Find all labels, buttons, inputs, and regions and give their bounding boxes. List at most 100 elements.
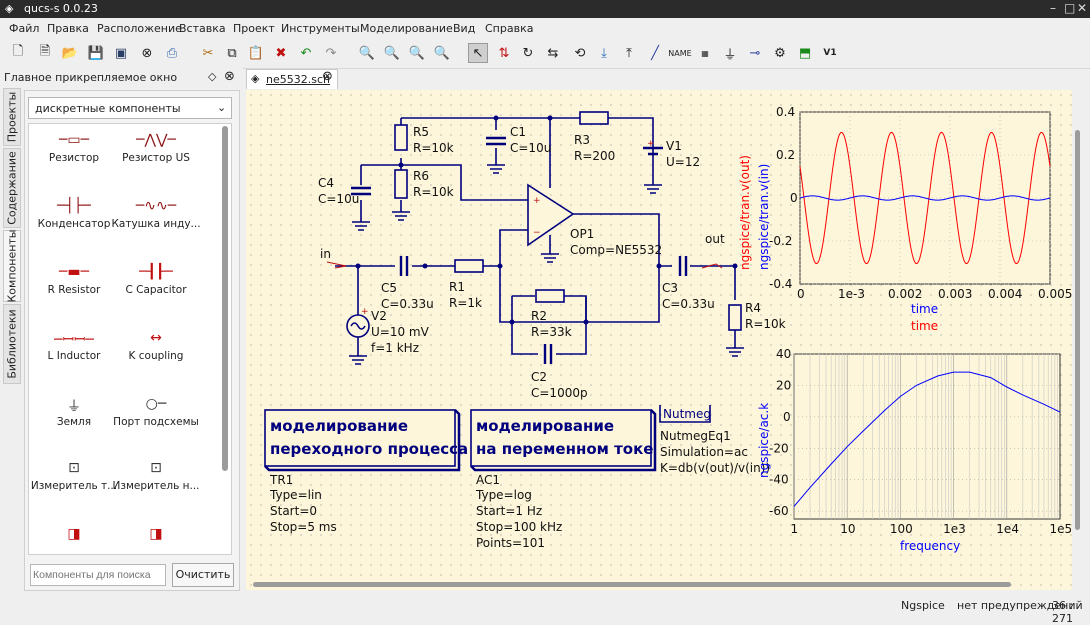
delete-icon[interactable]: ✖ — [275, 45, 287, 61]
status-message: нет предупреждений — [957, 599, 1083, 612]
x-tick-label: 1e-3 — [838, 287, 865, 301]
maximize-button[interactable]: □ — [1064, 1, 1076, 15]
menu-position[interactable]: Расположение — [97, 22, 182, 35]
zoom-out-icon[interactable]: 🔍 — [433, 45, 451, 61]
tab-components[interactable]: Компоненты — [3, 229, 21, 303]
wire-icon[interactable]: ╱ — [651, 45, 659, 61]
canvas-vertical-scrollbar[interactable] — [1075, 130, 1080, 530]
y-tick-label: -0.4 — [769, 277, 792, 291]
component-r-resistor[interactable]: ─▬─R Resistor — [29, 264, 119, 296]
new-file-icon[interactable]: 🗋 — [12, 44, 24, 59]
float-dock-icon[interactable]: ◇ — [208, 70, 217, 83]
menu-help[interactable]: Справка — [485, 22, 534, 35]
component-l-inductor[interactable]: ─ꟷꟷ─L Inductor — [29, 330, 119, 362]
menu-tools[interactable]: Инструменты — [281, 22, 360, 35]
svg-text:C=0.33u: C=0.33u — [381, 297, 434, 311]
enter-subcircuit-icon[interactable]: ⟲ — [574, 45, 586, 61]
component-ground[interactable]: ⏚Земля — [29, 396, 119, 428]
component-voltage-meter[interactable]: ⊡Измеритель н... — [111, 460, 201, 492]
svg-text:R5: R5 — [413, 125, 429, 139]
component-label: Резистор — [48, 152, 100, 164]
y-tick-label: 0.2 — [776, 148, 795, 162]
svg-text:R4: R4 — [745, 301, 761, 315]
redo-icon[interactable]: ↷ — [325, 45, 337, 61]
menu-project[interactable]: Проект — [233, 22, 275, 35]
schematic-drawing: +− ++ R5R=10k R6R=10k C1C=10u R3R=200 V1… — [264, 105, 1072, 553]
minimize-button[interactable]: – — [1050, 1, 1056, 15]
save-all-icon[interactable]: ▣ — [114, 45, 128, 61]
port-icon[interactable]: ⊸ — [749, 45, 761, 61]
component-icon: ◨ — [149, 526, 163, 542]
pop-subcircuit-icon[interactable]: ⤓ — [601, 45, 607, 61]
zoom-in-icon[interactable]: 🔍 — [408, 45, 426, 61]
y-tick-label: -20 — [769, 441, 789, 455]
tab-libraries[interactable]: Библиотеки — [3, 304, 21, 384]
nutmeg-icon[interactable]: V1 — [823, 48, 837, 58]
graph-icon[interactable]: ⬒ — [798, 45, 812, 61]
svg-text:C=10u: C=10u — [318, 192, 359, 206]
component-resistor[interactable]: ─▭─Резистор — [29, 132, 119, 164]
tab-content[interactable]: Содержание — [3, 148, 21, 228]
component-search-input[interactable] — [30, 564, 166, 586]
component-capacitor[interactable]: ─┤├─Конденсатор — [29, 198, 119, 230]
name-icon[interactable]: NAME — [668, 48, 692, 58]
dock-title: Главное прикрепляемое окно — [4, 71, 178, 84]
svg-text:R=10k: R=10k — [413, 185, 454, 199]
component-resistor-us[interactable]: ─⋀⋁─Резистор US — [111, 132, 201, 164]
zoom-selection-icon[interactable]: 🔍 — [383, 45, 401, 61]
document-tab[interactable]: ◈ ne5532.sch — [246, 69, 338, 89]
menu-file[interactable]: Файл — [9, 22, 40, 35]
mirror-y-icon[interactable]: ⇆ — [547, 45, 559, 61]
close-window-button[interactable]: ✕ — [1077, 1, 1088, 15]
transient-sim-box[interactable]: моделирование переходного процесса — [264, 409, 468, 472]
component-diode[interactable]: ◨ — [29, 526, 119, 546]
paste-icon[interactable]: 📋 — [247, 45, 265, 61]
menu-view[interactable]: Вид — [453, 22, 476, 35]
open-icon[interactable]: 📂 — [61, 45, 79, 61]
tab-projects[interactable]: Проекты — [3, 88, 21, 146]
cut-icon[interactable]: ✂ — [202, 45, 214, 61]
status-simulator: Ngspice — [901, 599, 945, 612]
l-inductor-icon: ─ꟷꟷ─ — [54, 332, 94, 348]
svg-text:AC1: AC1 — [476, 473, 500, 487]
component-diode-2[interactable]: ◨ — [111, 526, 201, 546]
close-doc-icon[interactable]: ⊗ — [141, 45, 153, 61]
close-dock-icon[interactable]: ⊗ — [224, 69, 235, 84]
menu-insert[interactable]: Вставка — [179, 22, 226, 35]
rotate-icon[interactable]: ↻ — [522, 45, 534, 61]
zoom-fit-icon[interactable]: 🔍 — [358, 45, 376, 61]
menu-edit[interactable]: Правка — [47, 22, 89, 35]
menu-simulation[interactable]: Моделирование — [360, 22, 453, 35]
equation-icon[interactable]: ▦ — [701, 48, 709, 58]
print-icon[interactable]: ⎙ — [166, 45, 178, 61]
series-line — [793, 371, 1061, 507]
svg-text:R=10k: R=10k — [413, 141, 454, 155]
mirror-x-icon[interactable]: ⇅ — [498, 45, 510, 61]
close-tab-icon[interactable]: ⊗ — [322, 69, 333, 84]
component-c-capacitor[interactable]: ─┨┠─C Capacitor — [111, 264, 201, 296]
new-text-icon[interactable]: 🗎 — [39, 44, 51, 59]
ac-sim-box[interactable]: моделирование на переменном токе — [470, 409, 657, 472]
title-bar: ◈ qucs-s 0.0.23 – □ ✕ — [0, 0, 1090, 18]
component-current-meter[interactable]: ⊡Измеритель т... — [29, 460, 119, 492]
align-icon[interactable]: ⤒ — [626, 45, 632, 61]
category-select[interactable]: дискретные компоненты ⌄ — [28, 97, 232, 119]
component-subcircuit-port[interactable]: ○─Порт подсхемы — [111, 396, 201, 428]
save-icon[interactable]: 💾 — [87, 45, 105, 61]
component-list-scrollbar[interactable] — [222, 126, 228, 471]
simulate-icon[interactable]: ⚙ — [774, 45, 786, 61]
component-inductor[interactable]: ─∿∿─Катушка инду... — [111, 198, 201, 230]
nutmeg-box[interactable]: Nutmeg — [659, 405, 711, 423]
series-line — [799, 131, 1051, 265]
clear-search-button[interactable]: Очистить — [172, 563, 234, 587]
copy-icon[interactable]: ⧉ — [227, 45, 237, 61]
component-k-coupling[interactable]: ↔K coupling — [111, 330, 201, 362]
svg-text:R=10k: R=10k — [745, 317, 786, 331]
canvas-horizontal-scrollbar[interactable] — [253, 582, 1011, 587]
select-icon[interactable]: ↖ — [468, 43, 488, 63]
ground-icon[interactable]: ⏚ — [723, 47, 737, 63]
undo-icon[interactable]: ↶ — [300, 45, 312, 61]
